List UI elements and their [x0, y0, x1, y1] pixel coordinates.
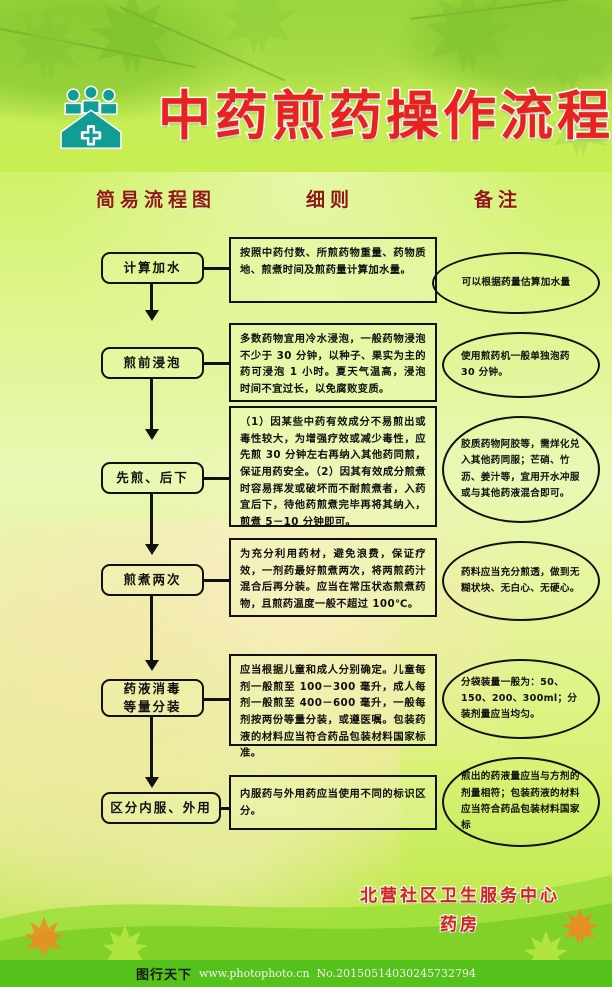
maple-leaf-icon [86, 0, 178, 76]
organization-name: 北营社区卫生服务中心 [359, 885, 560, 907]
connector-line [150, 284, 153, 312]
note-text: 可以根据药量估算加水量 [461, 276, 571, 288]
connector-line [221, 807, 229, 810]
connector-line [204, 267, 229, 270]
detail-box: 为充分利用药材，避免浪费，保证疗效，一剂药最好煎煮两次，将两煎药汁混合后再分装。… [229, 538, 437, 617]
connector-line [150, 379, 153, 431]
maple-leaf-icon [22, 915, 66, 961]
note-ellipse: 使用煎药机一般单独泡药 30 分钟。 [442, 332, 600, 398]
column-header-flow: 简易流程图 [96, 189, 217, 211]
flow-node[interactable]: 煎前浸泡 [101, 347, 204, 379]
connector-line [204, 477, 229, 480]
department-name: 药房 [439, 914, 480, 936]
watermark-site: www.photophoto.cn [198, 967, 310, 980]
flow-node[interactable]: 煎煮两次 [101, 564, 204, 596]
detail-box: 多数药物宜用冷水浸泡，一般药物浸泡不少于 30 分钟，以种子、果实为主的药可浸泡… [229, 323, 437, 402]
flow-node[interactable]: 先煎、后下 [101, 462, 204, 494]
note-ellipse: 药料应当充分煎透，做到无糊状块、无白心、无硬心。 [442, 541, 600, 621]
note-text: 分袋装量一般为：50、150、200、300ml；分装剂量应当均匀。 [461, 676, 578, 721]
watermark-id: No.20150514030245732794 [316, 967, 477, 980]
connector-line [204, 698, 229, 701]
maple-leaf-icon [520, 2, 612, 94]
maple-leaf-icon [545, 92, 612, 158]
rose-photo-background [0, 520, 400, 920]
note-text: 药料应当充分煎透，做到无糊状块、无白心、无硬心。 [461, 566, 580, 594]
connector-line [150, 596, 153, 662]
flow-node[interactable]: 计算加水 [101, 252, 204, 284]
maple-leaf-icon [215, 0, 301, 56]
page-title: 中药煎药操作流程 [157, 85, 612, 149]
column-header-note: 备注 [474, 189, 523, 211]
maple-leaf-icon [420, 0, 516, 74]
connector-arrow [144, 660, 159, 671]
connector-arrow [144, 310, 159, 321]
flow-node[interactable]: 区分内服、外用 [101, 792, 221, 824]
note-ellipse: 分袋装量一般为：50、150、200、300ml；分装剂量应当均匀。 [442, 659, 600, 739]
footer-wave [0, 845, 612, 965]
note-text: 使用煎药机一般单独泡药 30 分钟。 [461, 350, 570, 378]
watermark-bar: 图行天下 www.photophoto.cn No.20150514030245… [0, 960, 612, 987]
connector-line [204, 362, 229, 365]
detail-box: （1）因某些中药有效成分不易煎出或毒性较大，为增强疗效或减少毒性，应先煎 30 … [229, 406, 437, 528]
organization-signature: 北营社区卫生服务中心 药房 [330, 881, 590, 936]
note-ellipse: 可以根据药量估算加水量 [432, 252, 600, 314]
note-ellipse: 胶质药物阿胶等，需烊化兑入其他药同服；芒硝、竹沥、姜汁等，宜用开水冲服或与其他药… [442, 416, 600, 523]
detail-box: 内服药与外用药应当使用不同的标识区分。 [229, 775, 437, 830]
connector-arrow [144, 429, 159, 440]
maple-leaf-icon [100, 923, 150, 975]
medical-family-house-icon [57, 83, 125, 151]
connector-line [150, 717, 153, 779]
connector-arrow [144, 777, 159, 788]
detail-box: 按照中药付数、所煎药物重量、药物质地、煎煮时间及煎药量计算加水量。 [229, 237, 437, 303]
column-header-detail: 细则 [306, 189, 355, 211]
maple-leaf-icon [8, 6, 86, 80]
watermark-brand: 图行天下 [135, 968, 192, 983]
connector-line [204, 579, 229, 582]
note-text: 煎出的药液量应当与方剂的剂量相符；包装药液的材料应当符合药品包装材料国家标 [461, 771, 580, 832]
note-ellipse: 煎出的药液量应当与方剂的剂量相符；包装药液的材料应当符合药品包装材料国家标 [442, 757, 600, 847]
detail-box: 应当根据儿童和成人分别确定。儿童每剂一般煎至 100－300 毫升，成人每剂一般… [229, 654, 437, 759]
flow-node[interactable]: 药液消毒 等量分装 [101, 679, 204, 717]
note-text: 胶质药物阿胶等，需烊化兑入其他药同服；芒硝、竹沥、姜汁等，宜用开水冲服或与其他药… [461, 438, 580, 499]
connector-line [150, 494, 153, 546]
connector-arrow [144, 544, 159, 555]
maple-leaf-icon [560, 907, 600, 949]
